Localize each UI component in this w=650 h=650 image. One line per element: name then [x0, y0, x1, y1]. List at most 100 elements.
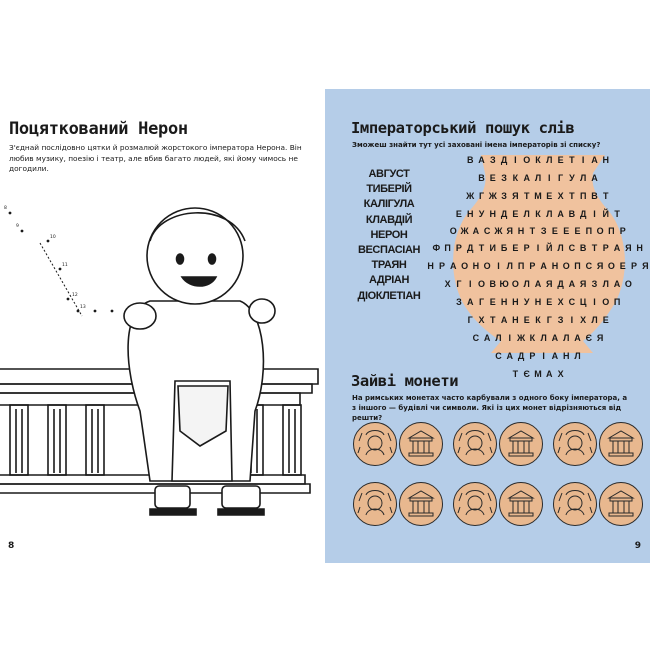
word-search-letter[interactable]: Ф [432, 243, 441, 253]
word-search-letter[interactable]: Р [455, 243, 462, 253]
word-search-letter[interactable]: В [466, 155, 474, 165]
coin-pair[interactable] [553, 421, 650, 467]
word-search-letter[interactable]: Е [489, 297, 496, 307]
word-search-letter[interactable]: А [534, 279, 542, 289]
word-search-letter[interactable]: Н [551, 261, 559, 271]
word-search-letter[interactable]: О [523, 155, 531, 165]
word-search-letter[interactable]: Т [490, 315, 496, 325]
word-search-letter[interactable]: С [568, 297, 576, 307]
word-search-letter[interactable]: Е [455, 209, 462, 219]
word-search-letter[interactable]: А [478, 155, 485, 165]
word-search-letter[interactable]: Т [569, 155, 575, 165]
word-search-letter[interactable]: Я [596, 261, 604, 271]
word-search-letter[interactable]: Є [523, 369, 530, 379]
word-search-letter[interactable]: Н [636, 243, 643, 253]
word-search-letter[interactable]: В [579, 243, 587, 253]
word-search-letter[interactable]: С [585, 261, 593, 271]
word-search-letter[interactable]: А [574, 333, 581, 343]
word-search-letter[interactable]: Т [603, 191, 609, 201]
word-search-letter[interactable]: І [508, 333, 511, 343]
word-search-letter[interactable]: В [591, 191, 598, 201]
word-search-letter[interactable]: О [602, 297, 610, 307]
word-search-letter[interactable]: Н [427, 261, 434, 271]
word-search-letter[interactable]: Ц [579, 297, 587, 307]
word-search-letter[interactable]: Й [546, 243, 553, 253]
word-search-letter[interactable]: О [562, 261, 570, 271]
word-search-letter[interactable]: Х [478, 315, 485, 325]
temple-coin[interactable] [599, 422, 643, 466]
word-search-letter[interactable]: Н [562, 351, 570, 361]
word-search-letter[interactable]: Г [478, 297, 485, 307]
word-search-letter[interactable]: Ж [494, 226, 503, 236]
temple-coin[interactable] [499, 482, 543, 526]
word-search-letter[interactable]: А [506, 351, 513, 361]
word-search-letter[interactable]: Ж [460, 226, 469, 236]
word-search-letter[interactable]: Е [489, 173, 496, 183]
word-search-letter[interactable]: А [551, 351, 559, 361]
word-search-letter[interactable]: Л [534, 173, 542, 183]
word-search-letter[interactable]: І [548, 173, 551, 183]
emperor-portrait-coin[interactable] [453, 482, 497, 526]
word-search-letter[interactable]: П [585, 226, 593, 236]
word-search-letter[interactable]: І [570, 315, 574, 325]
word-search-letter[interactable]: В [489, 279, 497, 289]
word-search-letter[interactable]: Л [563, 333, 570, 343]
word-search-letter[interactable]: З [591, 279, 598, 289]
word-search-letter[interactable]: М [534, 369, 542, 379]
word-search-letter[interactable]: О [596, 226, 604, 236]
word-search-letter[interactable]: Є [585, 333, 593, 343]
word-search-letter[interactable]: Х [557, 369, 564, 379]
word-search-letter[interactable]: Е [512, 209, 519, 219]
word-search-letter[interactable]: О [449, 226, 457, 236]
coin-pair[interactable] [553, 481, 650, 527]
word-search-letter[interactable]: Я [642, 261, 649, 271]
word-search-letter[interactable]: І [581, 155, 585, 165]
word-search-letter[interactable]: Л [580, 173, 587, 183]
word-search-letter[interactable]: Р [438, 261, 445, 271]
word-search-letter[interactable]: А [551, 333, 559, 343]
coin-pair[interactable] [453, 481, 551, 527]
word-search-letter[interactable]: К [535, 209, 541, 219]
word-search-letter[interactable]: Н [602, 155, 610, 165]
temple-coin[interactable] [399, 422, 443, 466]
coin-pair[interactable] [353, 421, 451, 467]
word-search-letter[interactable]: О [477, 279, 485, 289]
word-search-letter[interactable]: К [535, 315, 541, 325]
word-search-letter[interactable]: Е [546, 297, 553, 307]
word-search-letter[interactable]: Р [529, 261, 536, 271]
temple-coin[interactable] [599, 482, 643, 526]
word-search-letter[interactable]: П [444, 243, 451, 253]
word-search-letter[interactable]: О [607, 261, 615, 271]
word-search-letter[interactable]: І [593, 209, 596, 219]
word-search-letter[interactable]: З [540, 226, 547, 236]
word-search-letter[interactable]: П [517, 261, 525, 271]
word-search-letter[interactable]: З [557, 315, 564, 325]
emperor-portrait-coin[interactable] [353, 482, 397, 526]
word-search-letter[interactable]: Х [444, 279, 451, 289]
word-search-letter[interactable]: Л [540, 333, 547, 343]
word-search-letter[interactable]: І [593, 297, 596, 307]
word-search-letter[interactable]: П [608, 226, 615, 236]
temple-coin[interactable] [399, 482, 443, 526]
word-search-letter[interactable]: Р [523, 243, 530, 253]
word-search-letter[interactable]: А [546, 369, 553, 379]
word-search-letter[interactable]: А [557, 209, 564, 219]
word-search-letter[interactable]: Л [602, 279, 609, 289]
word-search-letter[interactable]: Н [466, 209, 474, 219]
word-search-letter[interactable]: Х [580, 315, 587, 325]
temple-coin[interactable] [499, 422, 543, 466]
word-search-letter[interactable]: А [613, 279, 621, 289]
word-search-letter[interactable]: Л [591, 315, 598, 325]
word-search-letter[interactable]: З [456, 297, 462, 307]
word-search-letter[interactable]: А [523, 173, 530, 183]
word-search-letter[interactable]: У [478, 209, 485, 219]
word-search-letter[interactable]: Р [602, 243, 609, 253]
word-search-letter[interactable]: Т [591, 243, 598, 253]
word-search-letter[interactable]: Т [512, 369, 519, 379]
word-search-letter[interactable]: Г [478, 191, 485, 201]
word-search-letter[interactable]: Р [631, 261, 638, 271]
word-search-letter[interactable]: П [574, 261, 581, 271]
word-search-letter[interactable]: Я [625, 243, 632, 253]
word-search-letter[interactable]: С [472, 333, 480, 343]
word-search-letter[interactable]: Н [500, 297, 508, 307]
